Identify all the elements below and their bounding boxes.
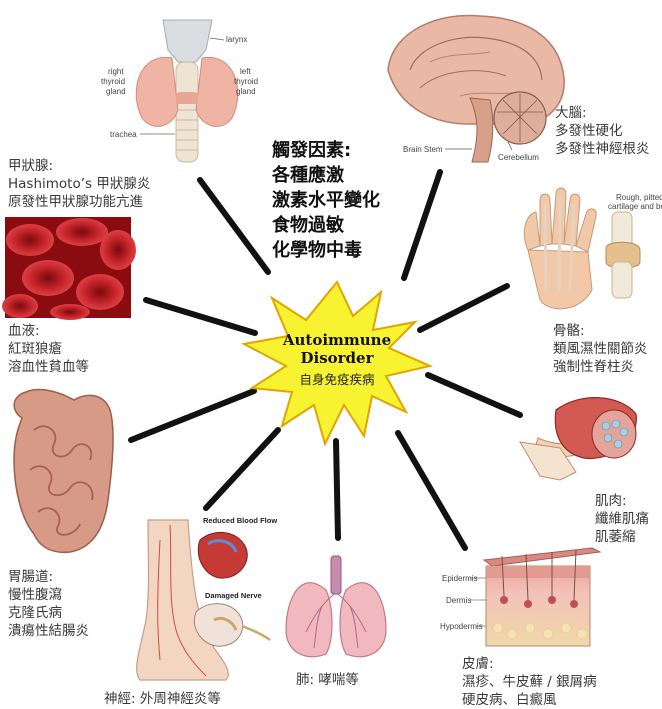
caption-line: 慢性腹瀉 [8,586,89,604]
spoke-blood [146,300,255,333]
center-title-line2: Disorder [277,349,397,367]
blood-illustration [2,217,136,320]
brain-label-stem: Brain Stem [403,145,443,154]
caption-line: 潰瘍性結腸炎 [8,622,89,640]
caption-line: 神經: 外周神經炎等 [104,690,221,708]
trigger-item: 各種應激 [272,163,380,188]
skin-label-hypodermis: Hypodermis [440,622,483,631]
trigger-item: 食物過敏 [272,213,380,238]
skin-label-dermis: Dermis [446,596,471,605]
nerve-illustration: Reduced Blood Flow Damaged Nerve [137,516,278,680]
muscle-illustration [520,398,636,480]
center-subtitle: 自身免疫疾病 [277,369,397,388]
gut-caption: 胃腸道: 慢性腹瀉 克隆氏病 潰瘍性結腸炎 [8,568,89,640]
thyroid-label-thyroid-l: thyroid [234,77,258,86]
caption-line: 血液: [8,322,89,340]
nerve-caption: 神經: 外周神經炎等 [104,690,221,708]
caption-line: Hashimoto’s 甲狀腺炎 [8,175,150,193]
bone-illustration: Rough, pitted cartilage and bone [524,188,662,309]
thyroid-label-trachea: trachea [110,130,137,139]
caption-line: 強制性脊柱炎 [553,358,648,376]
caption-line: 類風濕性關節炎 [553,340,648,358]
caption-line: 纖維肌痛 [595,510,649,528]
skin-illustration: Epidermis Dermis Hypodermis [440,548,600,646]
brain-caption: 大腦: 多發性硬化 多發性神經根炎 [555,104,650,158]
nerve-label-reduced: Reduced Blood Flow [203,516,277,525]
skin-caption: 皮膚: 濕疹、牛皮蘚 / 銀屑病 硬皮病、白癜風 [462,655,597,709]
thyroid-label-gland-r: gland [106,87,126,96]
caption-line: 硬皮病、白癜風 [462,691,597,709]
caption-line: 原發性甲狀腺功能亢進 [8,193,150,211]
spoke-bone [420,286,507,330]
caption-line: 甲狀腺: [8,157,150,175]
thyroid-illustration: larynx right thyroid gland left thyroid … [101,20,258,162]
caption-line: 骨骼: [553,322,648,340]
gut-illustration [14,390,113,553]
trigger-item: 觸發因素: [272,138,380,163]
caption-line: 多發性神經根炎 [555,140,650,158]
spoke-thyroid [200,180,268,272]
trigger-list: 觸發因素: 各種應激 激素水平變化 食物過敏 化學物中毒 [272,138,380,263]
caption-line: 溶血性貧血等 [8,358,89,376]
nerve-label-damaged: Damaged Nerve [205,591,262,600]
thyroid-caption: 甲狀腺: Hashimoto’s 甲狀腺炎 原發性甲狀腺功能亢進 [8,157,150,211]
spoke-brain [404,172,440,278]
trigger-item: 化學物中毒 [272,238,380,263]
bone-label-rough1: Rough, pitted [616,193,662,202]
trigger-item: 激素水平變化 [272,188,380,213]
blood-caption: 血液: 紅斑狼瘡 溶血性貧血等 [8,322,89,376]
thyroid-label-thyroid-r: thyroid [101,77,125,86]
thyroid-label-right: right [108,67,124,76]
lung-illustration [286,556,386,657]
spoke-gut [131,391,254,440]
center-title-line1: Autoimmune [277,331,397,349]
caption-line: 克隆氏病 [8,604,89,622]
lung-caption: 肺: 哮喘等 [296,671,359,689]
thyroid-label-left: left [240,67,251,76]
spoke-nerve [206,430,278,508]
skin-label-epidermis: Epidermis [442,574,478,583]
brain-label-cerebellum: Cerebellum [498,153,539,162]
caption-line: 胃腸道: [8,568,89,586]
bone-caption: 骨骼: 類風濕性關節炎 強制性脊柱炎 [553,322,648,376]
caption-line: 肌肉: [595,492,649,510]
caption-line: 皮膚: [462,655,597,673]
caption-line: 肌萎縮 [595,528,649,546]
center-title: Autoimmune Disorder [277,331,397,367]
spoke-lung [336,441,338,538]
caption-line: 肺: 哮喘等 [296,671,359,689]
caption-line: 紅斑狼瘡 [8,340,89,358]
caption-line: 濕疹、牛皮蘚 / 銀屑病 [462,673,597,691]
caption-line: 多發性硬化 [555,122,650,140]
thyroid-label-gland-l: gland [236,87,256,96]
muscle-caption: 肌肉: 纖維肌痛 肌萎縮 [595,492,649,546]
spoke-skin [398,433,465,548]
caption-line: 大腦: [555,104,650,122]
bone-label-rough2: cartilage and bone [608,202,662,211]
thyroid-label-larynx: larynx [226,35,247,44]
spoke-muscle [428,375,520,415]
brain-illustration: Brain Stem Cerebellum [388,15,564,162]
